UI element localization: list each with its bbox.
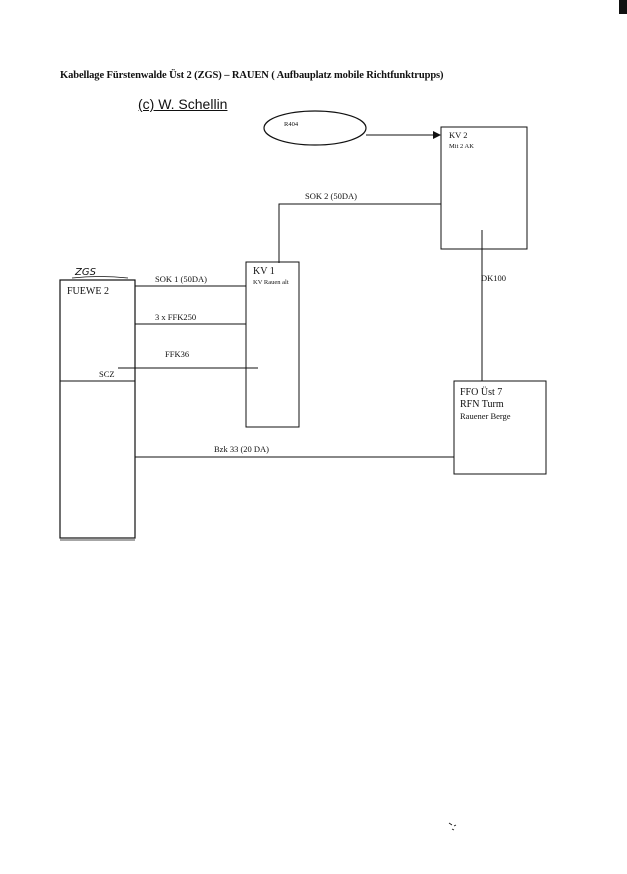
cable-dk100-label: DK100	[481, 273, 506, 283]
cable-sok2-label: SOK 2 (50DA)	[305, 191, 357, 201]
node-kv1: KV 1 KV Rauen alt	[245, 261, 300, 428]
kv1-box	[245, 261, 300, 428]
scan-edge-mark	[619, 0, 627, 14]
fuewe2-port-label: SCZ	[99, 369, 115, 379]
ffo-box	[453, 380, 547, 475]
node-kv2: KV 2 Mit 2 AK	[440, 126, 528, 250]
ffo-line1: FFO Üst 7	[460, 386, 502, 398]
cable-ffk36-label: FFK36	[165, 349, 189, 359]
fuewe2-box	[59, 279, 136, 539]
kv2-sublabel: Mit 2 AK	[449, 143, 474, 150]
fuewe2-handwritten-label: ZGS	[74, 267, 97, 278]
kv2-label: KV 2	[449, 130, 468, 140]
scan-specks	[448, 822, 457, 831]
cable-sok2	[278, 203, 441, 263]
cable-sok1-label: SOK 1 (50DA)	[155, 274, 207, 284]
copyright-label: (c) W. Schellin	[138, 96, 228, 112]
diagram-title: Kabellage Fürstenwalde Üst 2 (ZGS) – RAU…	[60, 70, 444, 81]
r404-label: R404	[284, 121, 299, 128]
kv2-box	[440, 126, 528, 250]
fuewe2-label: FUEWE 2	[67, 286, 109, 297]
handwritten-underline	[71, 276, 129, 279]
node-fuewe2: ZGS FUEWE 2 SCZ	[59, 267, 136, 541]
cable-bzk33-label: Bzk 33 (20 DA)	[214, 444, 269, 454]
ffo-line3: Rauener Berge	[460, 411, 511, 421]
node-ffo: FFO Üst 7 RFN Turm Rauener Berge	[453, 380, 547, 475]
cable-ffk250-label: 3 x FFK250	[155, 312, 196, 322]
kv1-label: KV 1	[253, 266, 275, 277]
scan-speck	[448, 822, 457, 831]
node-r404: R404	[263, 110, 367, 146]
ffo-line2: RFN Turm	[460, 399, 504, 410]
r404-ellipse	[263, 110, 367, 146]
kv1-sublabel: KV Rauen alt	[253, 279, 289, 286]
